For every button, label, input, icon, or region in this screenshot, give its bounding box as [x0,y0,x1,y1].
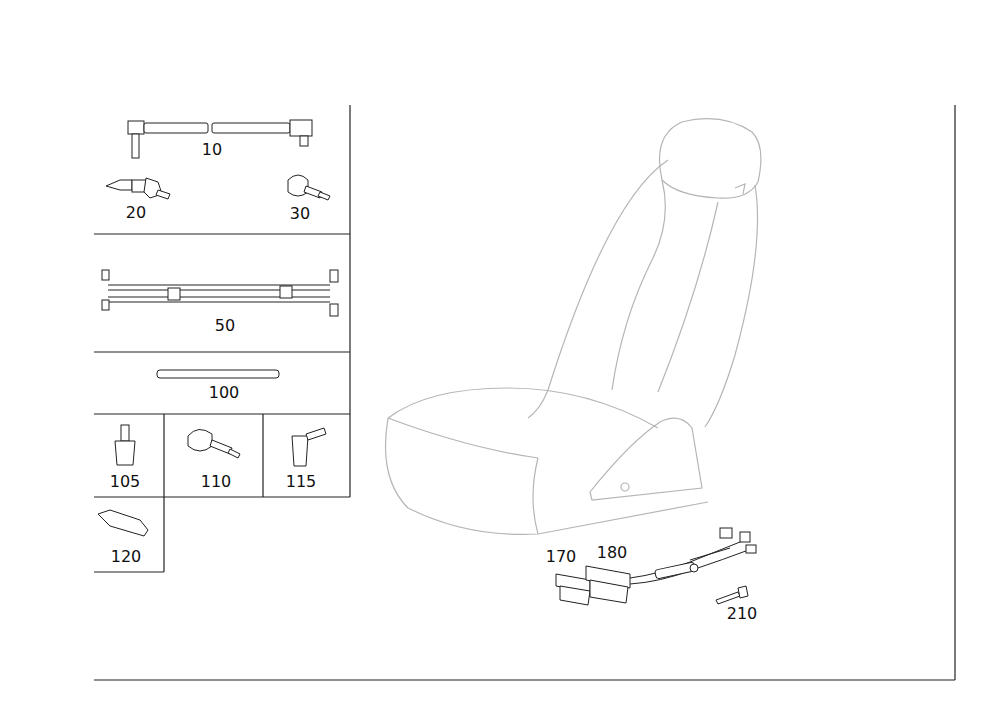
callout-number: 110 [201,473,232,491]
seat-outline [386,119,761,535]
callout-number: 210 [727,605,758,623]
callout-number: 115 [286,473,317,491]
callout-number: 105 [110,473,141,491]
callout-number: 100 [209,384,240,402]
frame-lines [94,105,955,680]
callout-number: 10 [202,141,222,159]
callout-number: 30 [290,205,310,223]
callout-number: 20 [126,204,146,222]
callout-number: 180 [597,544,628,562]
callout-number: 170 [546,548,577,566]
callout-number: 50 [215,317,235,335]
callout-number: 120 [111,548,142,566]
parts [98,120,756,605]
